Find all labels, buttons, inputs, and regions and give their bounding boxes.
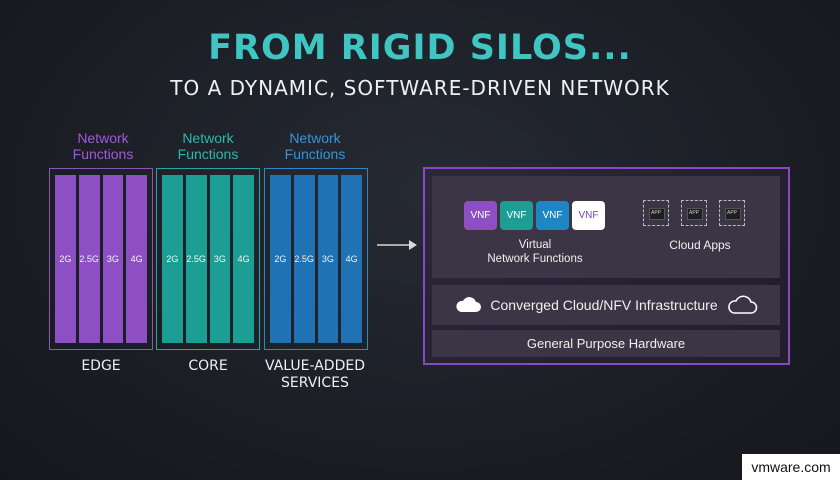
infrastructure-label: Converged Cloud/NFV Infrastructure xyxy=(490,297,718,313)
app-icon-label: APP xyxy=(688,210,699,216)
silo-label-core: CORE xyxy=(188,358,228,374)
silo-bar: 3G xyxy=(209,175,231,343)
vnf-caption: Virtual Network Functions xyxy=(470,238,600,266)
silo-label-edge: EDGE xyxy=(81,358,121,374)
bar-label: 3G xyxy=(106,254,119,264)
cloud-icon xyxy=(456,297,482,312)
app-icon: APP xyxy=(681,200,707,226)
silo-bar: 4G xyxy=(233,175,254,343)
bar-label: 2.5G xyxy=(294,254,314,264)
silo-edge: 2G 2.5G 3G 4G xyxy=(49,168,153,350)
bar-label: 2.5G xyxy=(186,254,206,264)
bar-label: 3G xyxy=(321,254,334,264)
watermark: vmware.com xyxy=(742,454,840,480)
app-icon: APP xyxy=(643,200,669,226)
silo-header-core: Network Functions xyxy=(177,130,239,162)
vnf-tile: VNF xyxy=(464,201,497,230)
vnf-tile: VNF xyxy=(536,201,569,230)
app-icon-label: APP xyxy=(650,210,661,216)
vnf-caption-line1: Virtual xyxy=(518,239,552,251)
silo-bar: 2.5G xyxy=(78,175,100,343)
vnf-tile: VNF xyxy=(500,201,533,230)
cloud-outline-icon xyxy=(727,295,757,314)
silo-value-added: 2G 2.5G 3G 4G xyxy=(264,168,368,350)
bar-label: 4G xyxy=(130,254,143,264)
app-icon-label: APP xyxy=(726,210,737,216)
silo-bar: 4G xyxy=(126,175,147,343)
infrastructure-layer: Converged Cloud/NFV Infrastructure xyxy=(432,285,780,325)
silo-bar: 3G xyxy=(102,175,124,343)
silo-core: 2G 2.5G 3G 4G xyxy=(156,168,260,350)
vnf-tile: VNF xyxy=(572,201,605,230)
silo-bar: 2G xyxy=(270,175,291,343)
app-icon: APP xyxy=(719,200,745,226)
silo-bar: 2.5G xyxy=(185,175,207,343)
silo-header-edge: Network Functions xyxy=(72,130,134,162)
silo-bar: 2.5G xyxy=(293,175,315,343)
slide-title: FROM RIGID SILOS... xyxy=(208,28,632,68)
hardware-layer: General Purpose Hardware xyxy=(432,330,780,357)
bar-label: 2G xyxy=(59,254,72,264)
bar-label: 2G xyxy=(166,254,179,264)
slide-subtitle: TO A DYNAMIC, SOFTWARE-DRIVEN NETWORK xyxy=(170,76,670,100)
silo-bar: 3G xyxy=(317,175,339,343)
bar-label: 2G xyxy=(274,254,287,264)
silo-label-vas: VALUE-ADDED SERVICES xyxy=(265,358,365,391)
silo-bar: 2G xyxy=(162,175,183,343)
bar-label: 2.5G xyxy=(79,254,99,264)
silo-bar: 2G xyxy=(55,175,76,343)
vnf-caption-line2: Network Functions xyxy=(487,253,583,265)
arrow-right-icon xyxy=(377,240,417,250)
bar-label: 4G xyxy=(237,254,250,264)
cloud-apps-caption: Cloud Apps xyxy=(669,238,731,252)
bar-label: 3G xyxy=(213,254,226,264)
bar-label: 4G xyxy=(345,254,358,264)
silo-bar: 4G xyxy=(341,175,362,343)
hardware-label: General Purpose Hardware xyxy=(526,336,686,351)
silo-header-vas: Network Functions xyxy=(284,130,346,162)
